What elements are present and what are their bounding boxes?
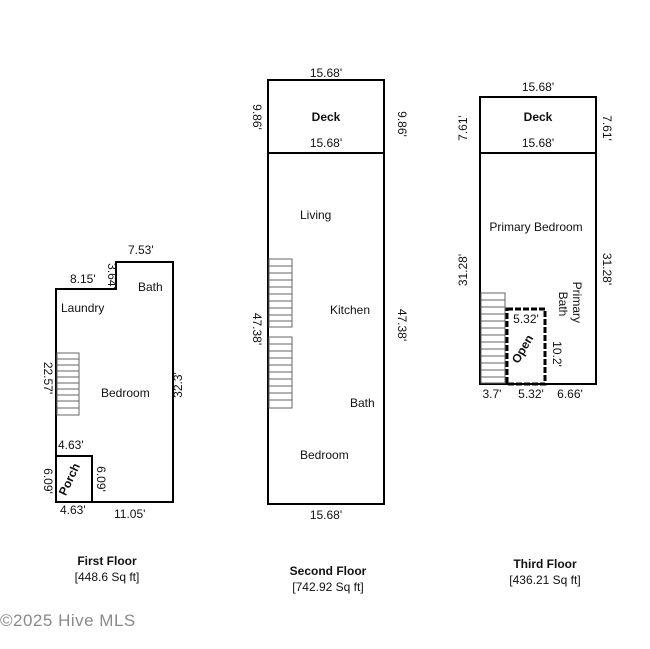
open-area <box>505 307 547 386</box>
first-floor-title: First Floor <box>77 554 137 568</box>
first-dim-bottom-left: 4.63' <box>60 503 86 517</box>
watermark: ©2025 Hive MLS <box>0 611 136 630</box>
second-room-bath: Bath <box>350 396 375 410</box>
third-dim-bottom-a: 3.7' <box>483 387 502 401</box>
first-dim-top-right: 7.53' <box>128 243 154 257</box>
third-dim-bottom-b: 5.32' <box>518 387 544 401</box>
third-dim-left: 31.28' <box>456 254 470 286</box>
first-dim-porch-right: 6.09' <box>94 466 108 492</box>
third-dim-deck-bottom: 15.68' <box>522 136 554 150</box>
porch-room <box>55 455 93 503</box>
third-room-deck: Deck <box>524 110 553 124</box>
third-floor-stairs <box>480 292 506 384</box>
first-dim-left: 22.57' <box>41 362 55 394</box>
second-floor-title: Second Floor <box>289 564 367 578</box>
second-dim-left: 47.38' <box>250 313 264 345</box>
second-dim-right: 47.38' <box>395 309 409 341</box>
third-room-open: Open <box>509 332 536 366</box>
second-dim-bottom: 15.68' <box>310 508 342 522</box>
second-floor-outline <box>267 152 385 505</box>
first-dim-step-width: 8.15' <box>70 272 96 286</box>
first-room-porch: Porch <box>56 461 83 498</box>
third-floor-title: Third Floor <box>513 557 577 571</box>
third-dim-deck-left: 7.61' <box>456 115 470 141</box>
first-dim-step-height: 3.64' <box>105 263 119 289</box>
first-floor-plan: 7.53' 3.64' 8.15' Bath Laundry Bedroom 2… <box>41 243 185 521</box>
first-dim-porch-top: 4.63' <box>58 438 84 452</box>
third-dim-bottom-c: 6.66' <box>557 387 583 401</box>
second-dim-deck-right: 9.86' <box>395 111 409 137</box>
first-dim-bottom-right: 11.05' <box>114 507 145 521</box>
second-dim-deck-left: 9.86' <box>250 104 264 130</box>
second-dim-deck-bottom: 15.68' <box>310 136 342 150</box>
third-room-primary-bath: Primary Bath <box>556 282 584 327</box>
second-room-living: Living <box>300 208 331 222</box>
third-dim-open-top: 5.32' <box>513 312 539 326</box>
first-floor-stairs <box>56 352 80 416</box>
primary-bath-line-2: Bath <box>556 292 570 317</box>
first-dim-porch-left: 6.09' <box>41 468 55 494</box>
second-dim-deck-top: 15.68' <box>310 66 342 80</box>
third-floor-plan: 15.68' 7.61' Deck 7.61' 15.68' Primary B… <box>456 80 614 401</box>
third-floor-area: [436.21 Sq ft] <box>509 573 581 587</box>
second-room-deck: Deck <box>312 110 341 124</box>
first-room-bath: Bath <box>138 280 163 294</box>
third-dim-deck-top: 15.68' <box>522 80 554 94</box>
third-floor-caption: Third Floor [436.21 Sq ft] <box>455 556 635 588</box>
second-floor-caption: Second Floor [742.92 Sq ft] <box>238 563 418 595</box>
first-floor-caption: First Floor [448.6 Sq ft] <box>17 553 197 585</box>
primary-bath-line-1: Primary <box>570 282 584 323</box>
second-room-kitchen: Kitchen <box>330 303 370 317</box>
second-room-bedroom: Bedroom <box>300 448 349 462</box>
third-dim-right: 31.28' <box>600 253 614 285</box>
second-floor-stairs <box>268 258 293 409</box>
second-floor-area: [742.92 Sq ft] <box>292 580 364 594</box>
third-dim-deck-right: 7.61' <box>600 115 614 141</box>
first-room-laundry: Laundry <box>61 301 104 315</box>
first-floor-area: [448.6 Sq ft] <box>74 570 140 584</box>
third-dim-open-right: 10.2' <box>550 341 564 367</box>
first-dim-right: 32.3' <box>171 372 185 398</box>
first-room-bedroom: Bedroom <box>101 386 150 400</box>
third-room-primary-bedroom: Primary Bedroom <box>489 220 582 234</box>
second-floor-plan: 15.68' 9.86' Deck 9.86' 15.68' Living Ki… <box>250 66 409 522</box>
